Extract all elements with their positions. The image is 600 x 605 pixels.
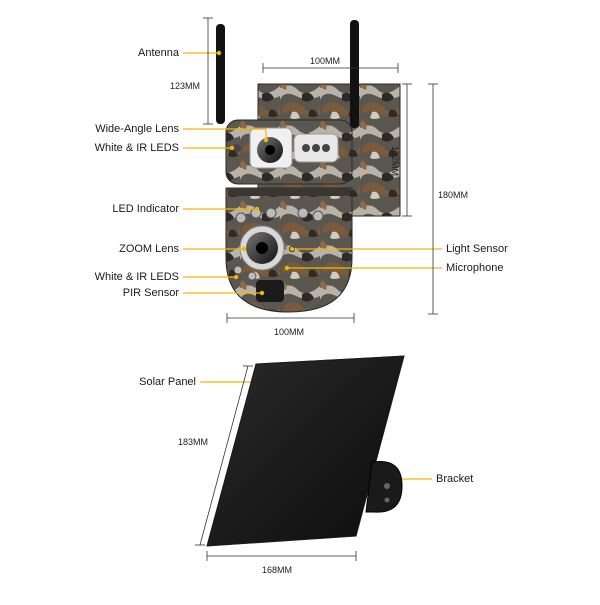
callout-antenna: Antenna xyxy=(138,47,179,59)
solar-panel-icon xyxy=(206,355,405,547)
lower-dome xyxy=(225,187,353,313)
callout-white-ir-leds-top: White & IR LEDS xyxy=(94,142,179,154)
callout-microphone: Microphone xyxy=(446,262,504,274)
dim-panel-side: 102MM xyxy=(390,146,400,177)
callout-led-indicator: LED Indicator xyxy=(112,203,179,215)
dim-camera-width: 100MM xyxy=(274,327,305,337)
led-icon xyxy=(233,207,324,281)
bracket-icon xyxy=(365,461,403,513)
callout-bracket: Bracket xyxy=(436,473,474,485)
dim-top-width: 100MM xyxy=(310,56,341,66)
dim-camera-height: 180MM xyxy=(438,190,469,200)
left-callout-lines xyxy=(183,50,269,385)
callout-solar-panel: Solar Panel xyxy=(139,376,196,388)
callout-wide-angle-lens: Wide-Angle Lens xyxy=(95,123,179,135)
dim-antenna-height: 123MM xyxy=(170,81,201,91)
dim-solar-width: 168MM xyxy=(262,565,293,575)
led-icon xyxy=(233,144,330,152)
solar-dimension-lines xyxy=(195,365,357,561)
callout-white-ir-leds-bottom: White & IR LEDS xyxy=(94,271,179,283)
upper-housing xyxy=(225,119,353,185)
antenna-icon xyxy=(216,20,359,128)
dim-solar-height: 183MM xyxy=(178,437,209,447)
pir-sensor-icon xyxy=(256,280,284,302)
callout-light-sensor: Light Sensor xyxy=(446,243,508,255)
top-dimension-lines xyxy=(203,17,438,323)
callout-pir-sensor: PIR Sensor xyxy=(122,287,179,299)
callout-zoom-lens: ZOOM Lens xyxy=(119,243,179,255)
